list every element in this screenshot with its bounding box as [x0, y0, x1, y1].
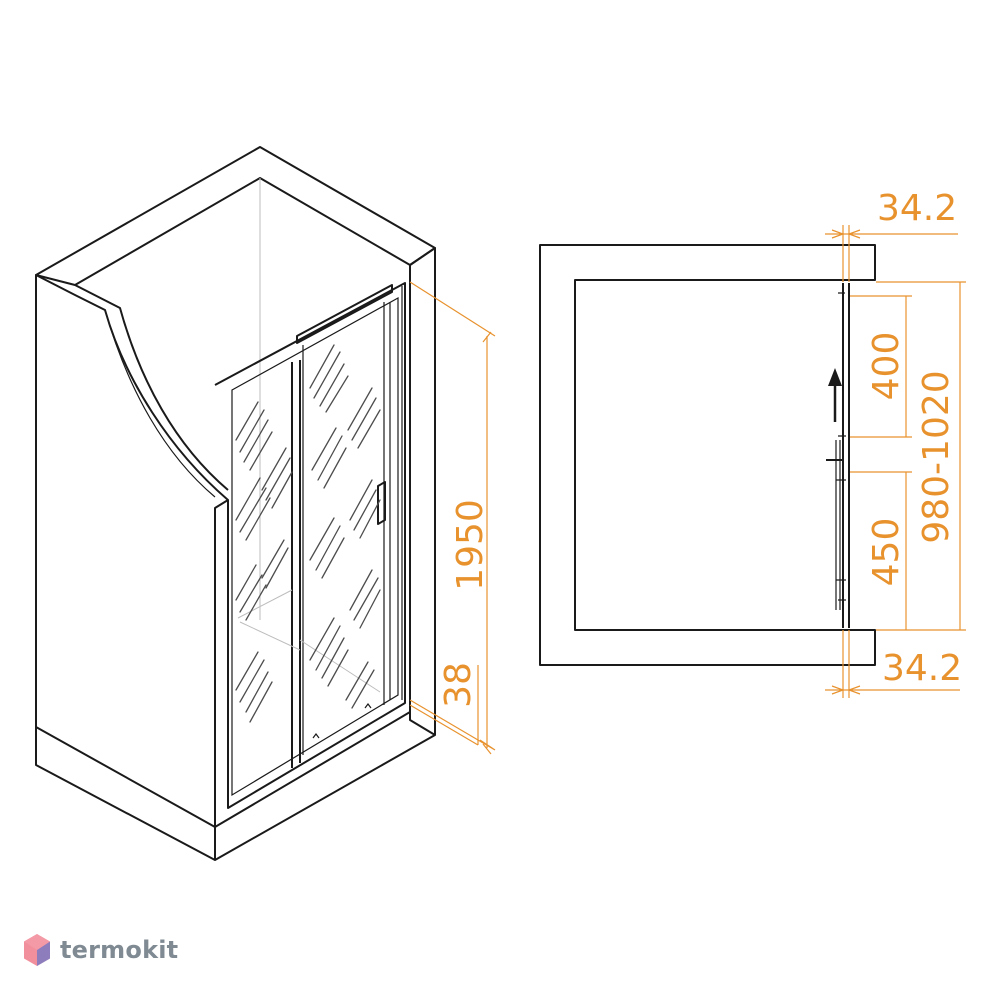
dimension-34-2-bottom-label: 34.2	[882, 648, 962, 689]
dimension-450-label: 450	[866, 518, 907, 587]
shower-tray	[237, 589, 381, 693]
door-frame-post	[389, 286, 403, 700]
left-wall-top	[35, 146, 436, 286]
dimension-450: 450	[850, 471, 912, 630]
door-handle	[377, 481, 386, 525]
plan-walls-outer	[539, 244, 876, 666]
dimension-34-2-bottom: 34.2	[825, 630, 962, 698]
glass-texture	[235, 344, 381, 723]
niche-inner-curve	[104, 309, 216, 498]
top-track	[296, 284, 393, 344]
niche-curve	[74, 284, 229, 491]
left-wall	[35, 274, 229, 828]
dimension-980-1020-label: 980-1020	[916, 370, 957, 543]
isometric-view: 1950 38	[35, 146, 496, 861]
dimension-38-label: 38	[438, 662, 479, 708]
dimension-34-2-top-label: 34.2	[877, 188, 957, 229]
dimension-400-label: 400	[866, 332, 907, 401]
slide-direction-arrow	[828, 368, 842, 422]
dimension-38: 38	[409, 662, 479, 746]
dimension-34-2-top: 34.2	[825, 188, 958, 282]
right-wall	[409, 247, 436, 736]
brand-name: termokit	[60, 936, 179, 964]
fixed-panel-edge	[291, 360, 301, 768]
base-plinth	[35, 711, 436, 861]
dimension-1950-label: 1950	[450, 499, 491, 591]
plan-view: 34.2 34.2 400 450 980-1020	[539, 188, 966, 698]
door-frame-outer	[214, 282, 406, 809]
dimension-980-1020: 980-1020	[876, 281, 966, 631]
door-frame-inner	[231, 296, 399, 797]
brand-watermark: termokit	[22, 932, 178, 968]
door-rollers	[312, 703, 372, 739]
dimension-400: 400	[850, 295, 912, 438]
dimension-1950: 1950	[409, 281, 496, 755]
plan-sliding-panel	[835, 440, 841, 610]
plan-door-profile	[842, 283, 850, 628]
plan-door-stops	[836, 292, 846, 601]
termokit-logo-icon	[24, 934, 50, 966]
